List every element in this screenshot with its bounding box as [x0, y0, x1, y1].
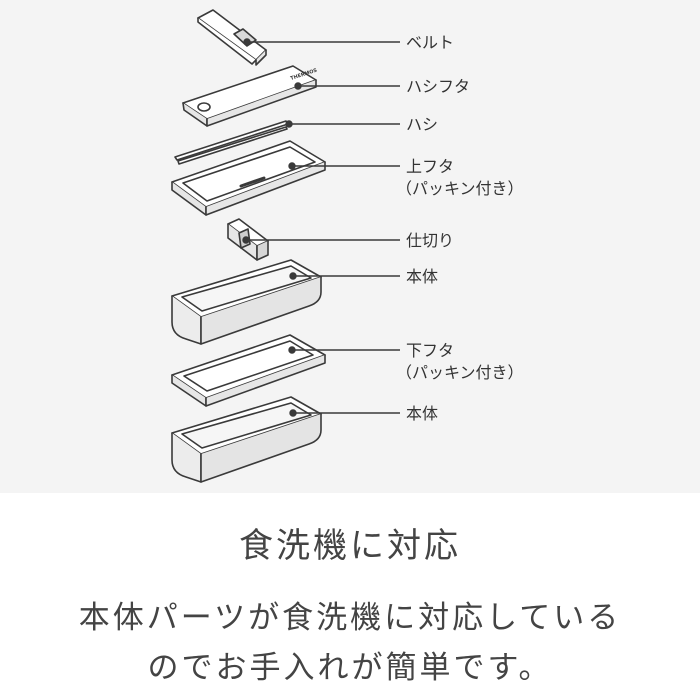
- label-upper-lid-gasket: （パッキン付き）: [396, 179, 524, 198]
- label-chopstick-case-lid: ハシフタ: [406, 77, 471, 96]
- chopstick-case-lid-part: THERMOS: [182, 65, 318, 127]
- label-body-upper: 本体: [406, 267, 439, 286]
- label-body-lower: 本体: [406, 404, 439, 423]
- label-lower-lid: 下フタ: [406, 341, 455, 360]
- body-lower-part: [171, 396, 322, 483]
- label-divider: 仕切り: [406, 231, 455, 250]
- label-upper-lid: 上フタ: [406, 157, 455, 176]
- exploded-diagram: THERMOS: [171, 9, 400, 483]
- upper-lid-part: [171, 140, 326, 216]
- belt-part: [197, 9, 267, 66]
- label-belt: ベルト: [406, 33, 455, 52]
- label-lower-lid-gasket: （パッキン付き）: [396, 363, 524, 382]
- footer-line-1: 本体パーツが食洗機に対応している: [78, 600, 622, 636]
- label-chopsticks: ハシ: [406, 115, 439, 134]
- body-upper-part: [171, 259, 322, 345]
- footer-line-2: のでお手入れが簡単です。: [147, 650, 553, 686]
- diagram-panel: THERMOS: [0, 0, 700, 493]
- lower-lid-part: [171, 334, 326, 407]
- footer-title: 食洗機に対応: [239, 526, 461, 566]
